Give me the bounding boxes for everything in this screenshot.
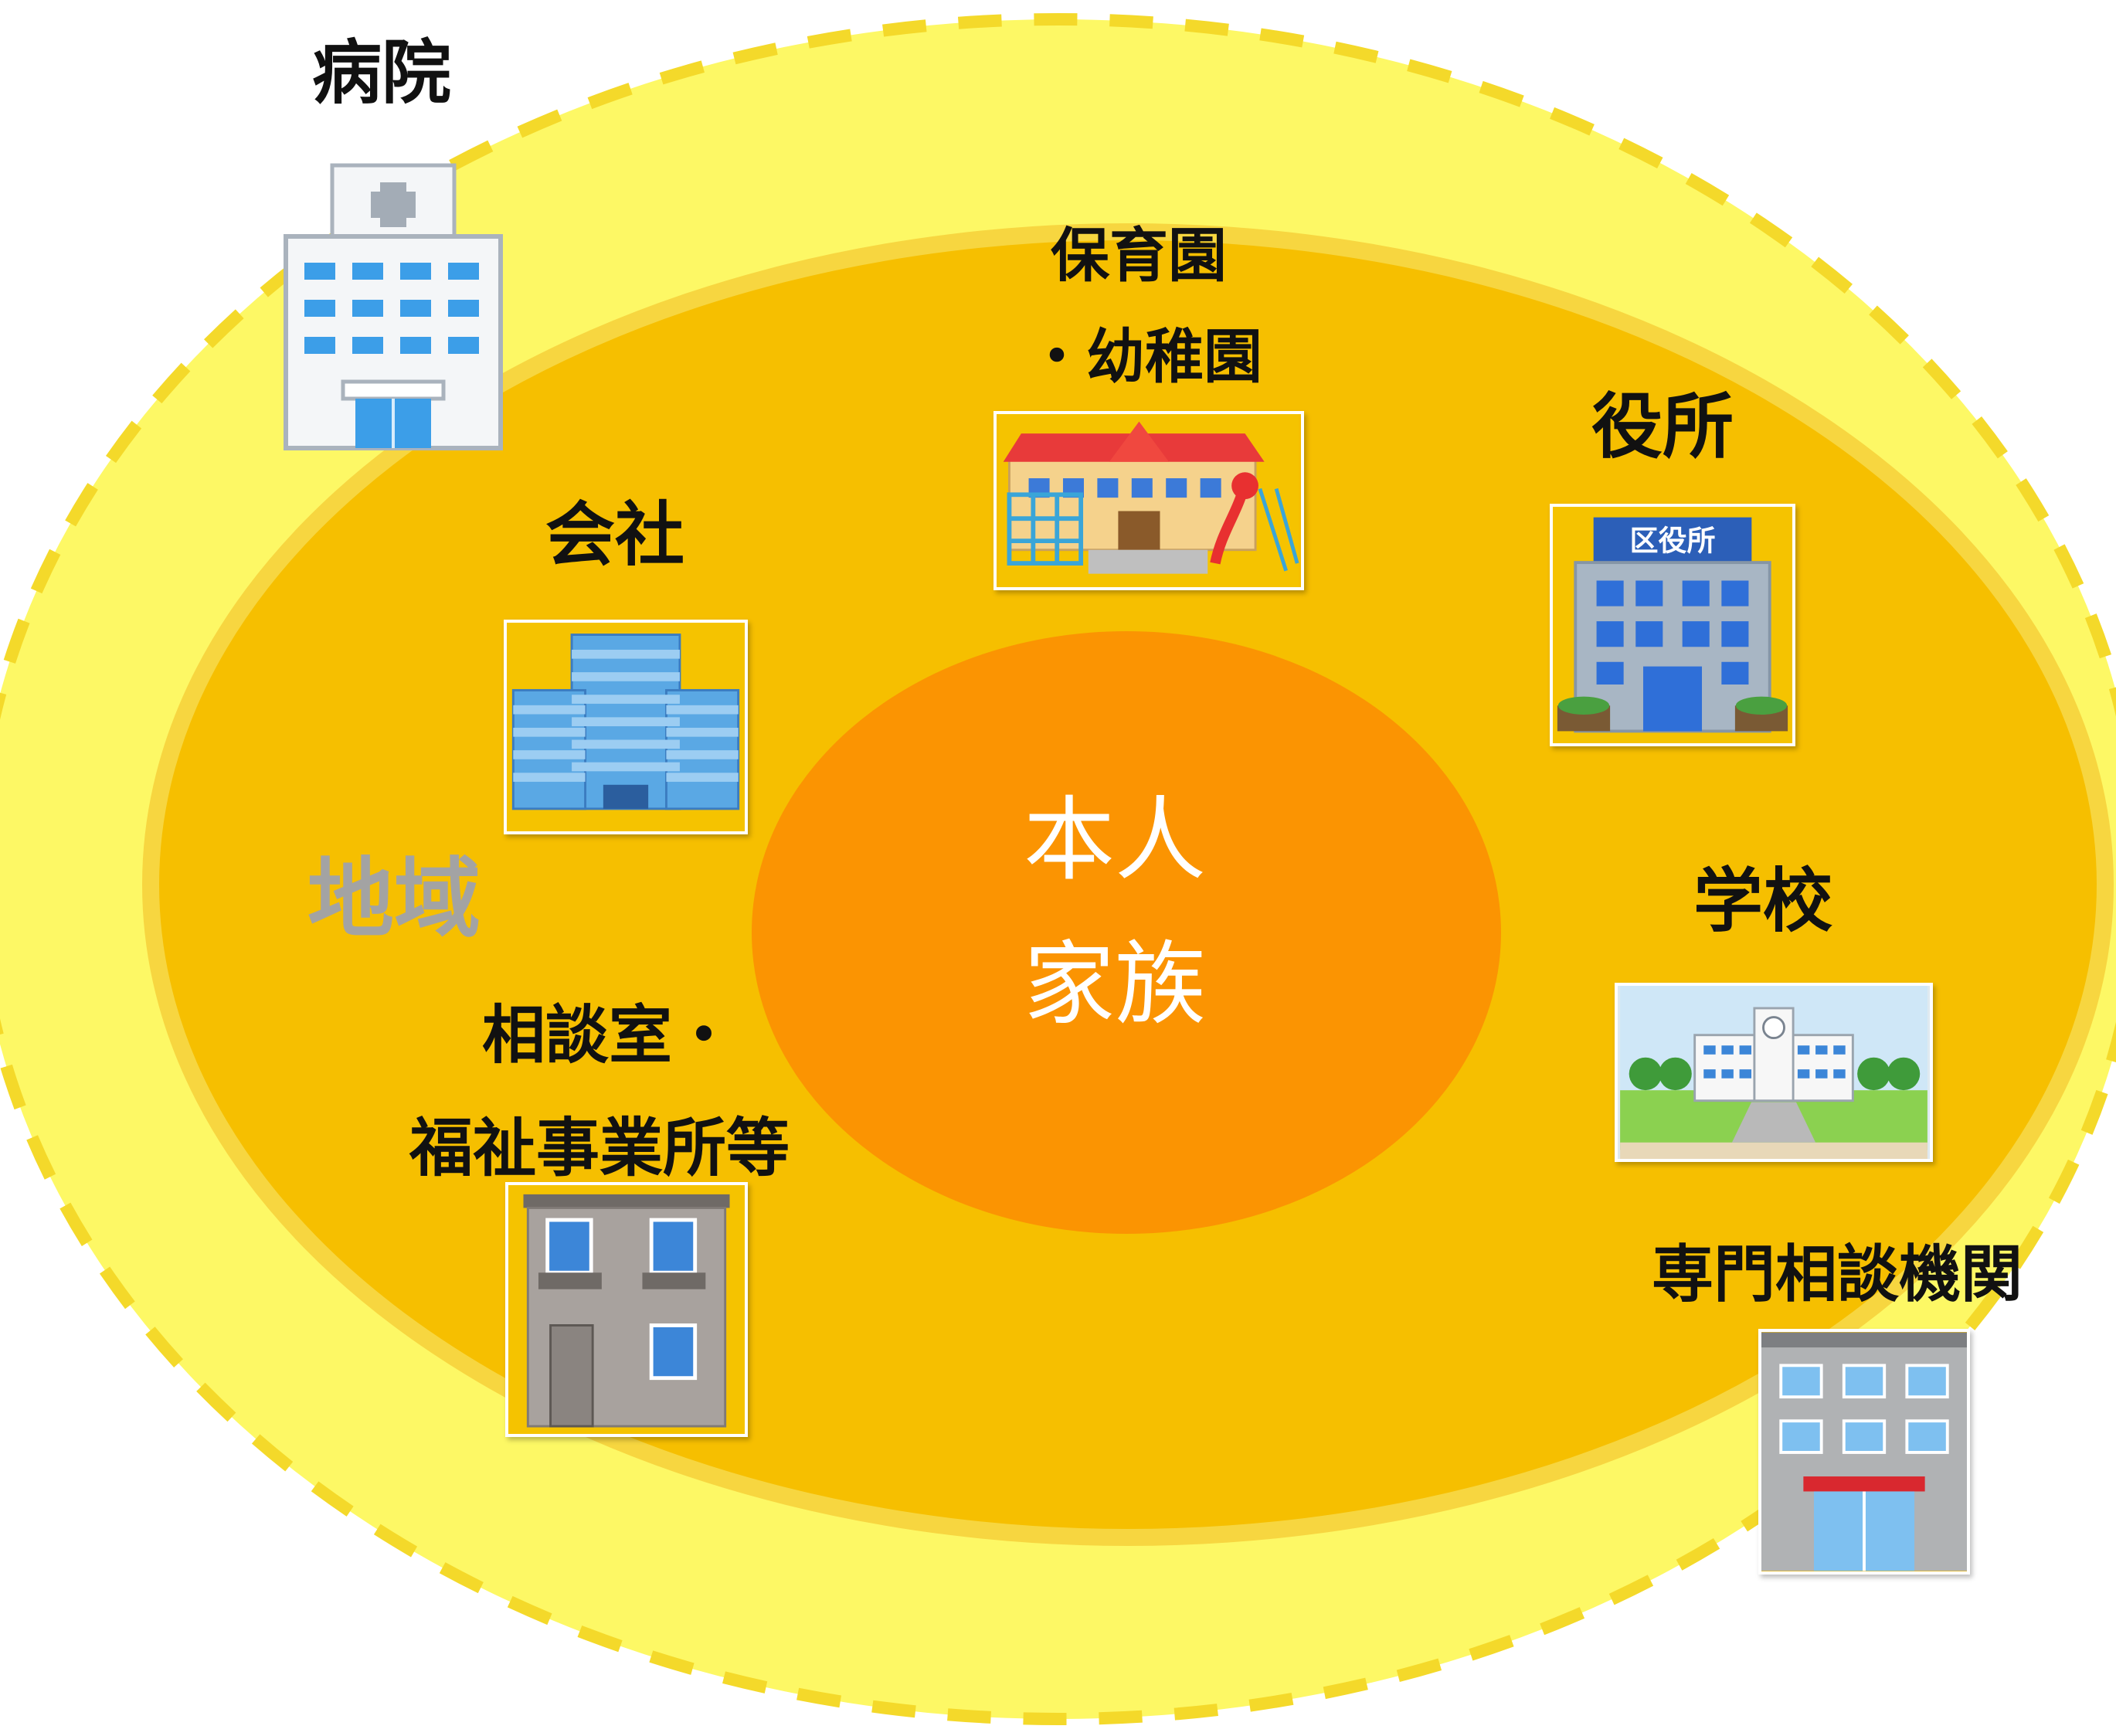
nursery-label-line1: 保育園 [1051, 221, 1227, 290]
hospital-label: 病院 [312, 32, 451, 114]
city-office-sign-text: 区役所 [1629, 525, 1715, 558]
consult-label-line2: 福祉事業所等 [409, 1112, 790, 1185]
center-label-family: 家族 [1024, 931, 1207, 1038]
specialist-label: 専門相談機関 [1652, 1238, 2023, 1310]
nursery-label-line2: ・幼稚園 [1027, 322, 1262, 391]
hospital-building-icon [281, 161, 505, 453]
region-label: 地域 [307, 849, 481, 950]
self-family-ellipse [752, 631, 1501, 1234]
kindergarten-icon [993, 411, 1304, 590]
school-label: 学校 [1693, 861, 1832, 942]
center-label-self: 本人 [1024, 786, 1207, 893]
school-icon [1615, 983, 1933, 1162]
consult-label-line1: 相談室・ [482, 999, 736, 1072]
specialist-agency-icon [1758, 1329, 1970, 1575]
city-office-icon: 区役所 [1550, 504, 1795, 746]
company-label: 会社 [545, 494, 684, 576]
city-office-label: 役所 [1591, 386, 1734, 468]
welfare-office-icon [505, 1182, 748, 1437]
office-building-icon [504, 620, 748, 834]
